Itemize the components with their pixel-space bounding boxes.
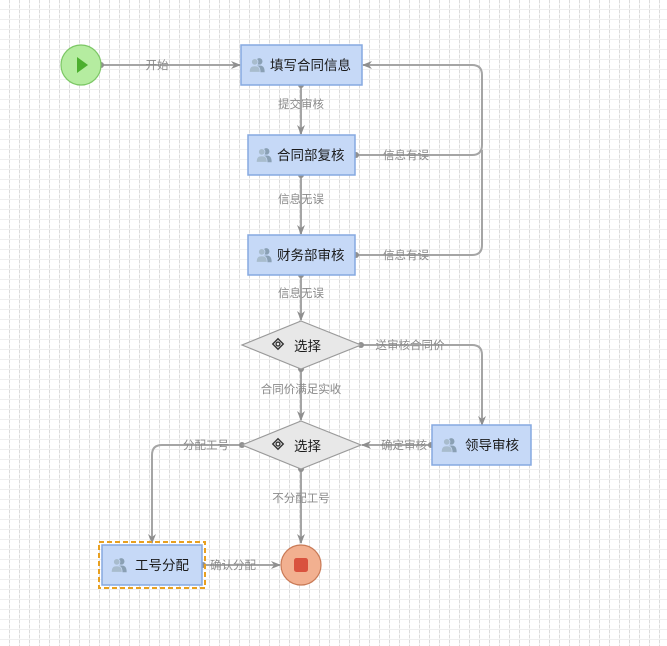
edge-label: 提交审核 <box>278 97 324 111</box>
edge-label: 合同价满足实收 <box>261 382 342 396</box>
selection-outline <box>98 541 206 589</box>
end-node[interactable] <box>280 544 322 586</box>
edge-start-to-fill[interactable]: 开始 <box>98 58 241 72</box>
task-contract-review[interactable]: 合同部复核 <box>247 134 356 176</box>
edge-choice1-to-leader[interactable]: 送审核合同价 <box>358 338 486 426</box>
edge-label: 不分配工号 <box>272 491 330 505</box>
gateway-choice-2[interactable]: 选择 <box>240 420 363 470</box>
edge-assign-to-end[interactable]: 确认分配 <box>200 558 281 572</box>
edge-label: 确认分配 <box>210 558 256 572</box>
task-label: 填写合同信息 <box>270 57 351 74</box>
edge-choice2-to-end[interactable]: 不分配工号 <box>272 466 330 544</box>
task-fill-contract[interactable]: 填写合同信息 <box>240 44 363 86</box>
edge-choice2-to-assign[interactable]: 分配工号 <box>148 438 245 544</box>
task-assign-number[interactable]: 工号分配 <box>98 541 206 589</box>
gateway-label: 选择 <box>294 439 321 455</box>
play-icon <box>77 57 88 73</box>
edge-fill-to-contract-review[interactable]: 提交审核 <box>278 82 324 135</box>
edge-label: 送审核合同价 <box>376 338 445 352</box>
start-node[interactable] <box>60 44 102 86</box>
task-finance-review[interactable]: 财务部审核 <box>247 234 356 276</box>
edge-finance-back-to-fill[interactable]: 信息有误 <box>353 150 483 262</box>
task-label: 工号分配 <box>135 558 189 574</box>
edge-finance-to-choice1[interactable]: 信息无误 <box>278 272 324 321</box>
edge-label: 信息无误 <box>278 192 324 206</box>
task-label: 合同部复核 <box>277 147 345 164</box>
edge-leader-to-choice2[interactable]: 确定审核 <box>361 438 434 452</box>
task-leader-review[interactable]: 领导审核 <box>431 424 532 466</box>
edge-label: 确定审核 <box>381 438 427 452</box>
gateway-choice-1[interactable]: 选择 <box>240 320 363 370</box>
edge-label: 信息有误 <box>383 148 429 162</box>
edge-label: 开始 <box>146 58 169 72</box>
task-label: 财务部审核 <box>277 248 345 264</box>
stop-icon <box>294 558 308 572</box>
edge-contract-review-back-to-fill[interactable]: 信息有误 <box>353 61 483 162</box>
edge-label: 信息无误 <box>278 286 324 300</box>
edge-choice1-to-choice2[interactable]: 合同价满足实收 <box>261 366 342 421</box>
task-label: 领导审核 <box>465 438 519 454</box>
edge-contract-review-to-finance[interactable]: 信息无误 <box>278 172 324 235</box>
gateway-label: 选择 <box>294 339 321 355</box>
edge-label: 分配工号 <box>183 438 229 452</box>
edge-label: 信息有误 <box>383 248 429 262</box>
